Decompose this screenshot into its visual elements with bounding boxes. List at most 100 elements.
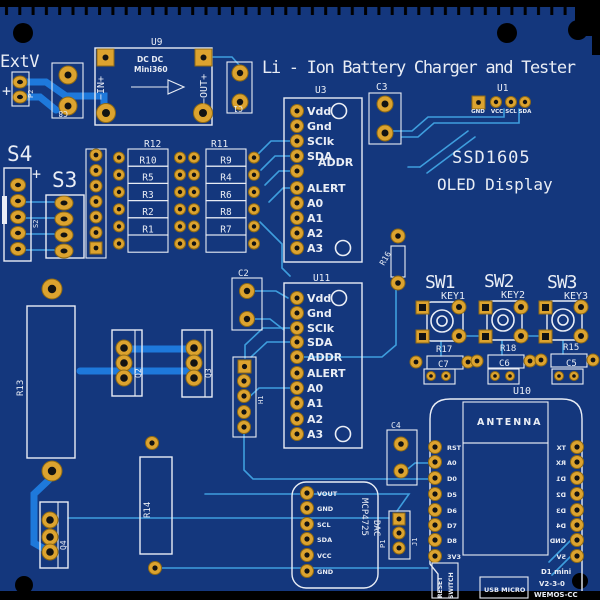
c8-refdes: C8 (58, 109, 68, 118)
r12-row-label: R5 (142, 173, 153, 184)
r11-row-label: R8 (220, 207, 232, 218)
component-r14[interactable]: R14 (139, 436, 173, 575)
u10-pin-5v: 5V (556, 553, 566, 561)
u10-pin-tx: TX (557, 444, 566, 452)
u3-pin-sda: SDA (307, 150, 333, 163)
mounting-hole (497, 23, 517, 43)
u3-pin-vdd: Vdd (307, 105, 331, 118)
u11-pin-addr: ADDR (307, 351, 343, 364)
r12-refdes: R12 (144, 139, 161, 150)
p2-refdes: P2 (27, 90, 35, 98)
component-u1-oled-header[interactable]: U1 GND VCC SCL SDA (471, 83, 532, 115)
component-r18-c6[interactable]: R18 C6 (470, 344, 537, 385)
r13-refdes: R13 (16, 380, 26, 396)
u11-pin-a0: A0 (307, 382, 324, 395)
u1-pin-gnd: GND (471, 109, 485, 115)
component-p2[interactable]: P2 (11, 71, 35, 107)
sw3-value: KEY3 (564, 291, 588, 302)
component-r15-c5[interactable]: R15 C5 (534, 343, 600, 385)
c4-refdes: C4 (391, 421, 401, 430)
component-u9-dcdc-module[interactable]: U9 DC DC Mini360 −IN+ −OUT+ (94, 37, 213, 126)
u1-pin-vcc: VCC (491, 109, 503, 115)
u10-pin-d4: D4 (556, 522, 566, 530)
u9-in-label: −IN+ (96, 76, 107, 100)
r12-row-label: R3 (142, 190, 153, 201)
display-type-label: OLED Display (437, 175, 553, 194)
u9-type-line2: Mini360 (134, 65, 168, 74)
component-c3[interactable]: C3 (368, 82, 402, 145)
s3-refdes: S3 (52, 168, 77, 192)
u10-pin-d0: D0 (447, 475, 457, 483)
u10-pin-d3: D3 (556, 507, 566, 515)
u10-version-label: V2-3-0 (539, 580, 565, 588)
component-c1[interactable]: C1 (226, 61, 253, 114)
r12-row-label: R10 (139, 156, 156, 167)
component-c2[interactable]: C2 (231, 269, 263, 331)
u3-pin-addr: ADDR (318, 156, 354, 169)
r14-refdes: R14 (143, 502, 153, 518)
copper-traces (17, 56, 571, 576)
u3-pin-a2: A2 (307, 227, 323, 240)
u10-pin-3v3: 3V3 (447, 553, 461, 561)
component-r13[interactable]: R13 (16, 278, 76, 482)
component-r12-array[interactable]: R12 R10 R5 R3 R2 R1 (113, 139, 186, 253)
dac-pin-gnd: GND (317, 505, 334, 513)
j1-refdes: J1 (411, 538, 419, 546)
u10-pin-d2: D2 (556, 491, 566, 499)
u3-pin-a1: A1 (307, 212, 323, 225)
mounting-hole (13, 23, 33, 43)
u10-pin-gnd: GND (549, 537, 566, 545)
u11-pin-sclk: SClk (307, 322, 335, 335)
sw2-value: KEY2 (501, 290, 525, 301)
component-q4[interactable]: Q4 (39, 501, 69, 569)
component-q2[interactable]: Q2 (111, 329, 143, 397)
component-sw1[interactable]: SW1 KEY1 (415, 272, 467, 344)
u3-pin-alert: ALERT (307, 182, 346, 195)
c1-refdes: C1 (233, 104, 243, 113)
c2-refdes: C2 (238, 269, 249, 279)
r12-row-label: R1 (142, 224, 154, 235)
u9-type-line1: DC DC (137, 55, 164, 64)
dac-pin-gnd2: GND (317, 568, 334, 576)
u10-reset-label: RESET (437, 576, 444, 598)
u11-pin-vdd: Vdd (307, 292, 331, 305)
component-r16[interactable]: R16 (378, 228, 406, 291)
u11-pin-a3: A3 (307, 428, 323, 441)
dac-name-label: MCP4725 (359, 498, 369, 536)
component-j1[interactable]: P1 J1 (379, 510, 419, 560)
component-h1[interactable]: H1 (232, 356, 265, 438)
dac-pin-vcc: VCC (317, 552, 332, 560)
component-header-7pin[interactable] (85, 148, 107, 259)
u10-pin-d8: D8 (447, 537, 457, 545)
component-sw2[interactable]: SW2 KEY2 (478, 271, 529, 344)
board-title: Li - Ion Battery Charger and Tester (262, 58, 576, 78)
component-dac-mcp4725[interactable]: VOUT GND SCL SDA VCC GND MCP4725 DAC (291, 481, 381, 589)
component-q3[interactable]: Q3 (181, 329, 213, 398)
u3-pin-gnd: Gnd (307, 120, 332, 133)
dac-pin-sda: SDA (317, 536, 332, 544)
component-s3[interactable]: S3 S2 (32, 168, 85, 259)
u10-switch-label: SWITCH (448, 572, 455, 599)
u10-brand-label: WEMOS-CC (534, 591, 578, 599)
component-sw3[interactable]: SW3 KEY3 (538, 272, 589, 344)
component-c8[interactable]: C8 (51, 62, 84, 119)
component-u3-adc[interactable]: U3 Vdd Gnd SClk SDA ADDR ALERT A0 A1 A2 … (283, 85, 363, 263)
sw1-refdes: SW1 (425, 272, 455, 293)
u10-usb-label: USB MICRO (484, 586, 526, 594)
display-model-label: SSD1605 (452, 148, 531, 168)
extv-label: ExtV (0, 52, 39, 72)
r12-row-label: R2 (142, 207, 153, 218)
component-s4[interactable]: S4 (2, 142, 32, 262)
u10-pin-rx: RX (556, 459, 566, 467)
c3-refdes: C3 (376, 82, 387, 93)
u11-pin-sda: SDA (307, 336, 333, 349)
component-u10-wemos-d1-mini[interactable]: U10 ANTENNA RST A0 D0 D5 D6 D7 D8 3V3 TX… (428, 386, 584, 599)
dcdc-arrow-icon (131, 79, 186, 95)
component-c4[interactable]: C4 (386, 421, 418, 486)
component-r11-array[interactable]: R11 R9 R4 R6 R8 R7 (188, 139, 260, 253)
q2-refdes: Q2 (134, 368, 143, 378)
component-u11-adc[interactable]: U11 Vdd Gnd SClk SDA ADDR ALERT A0 A1 A2… (283, 273, 363, 449)
